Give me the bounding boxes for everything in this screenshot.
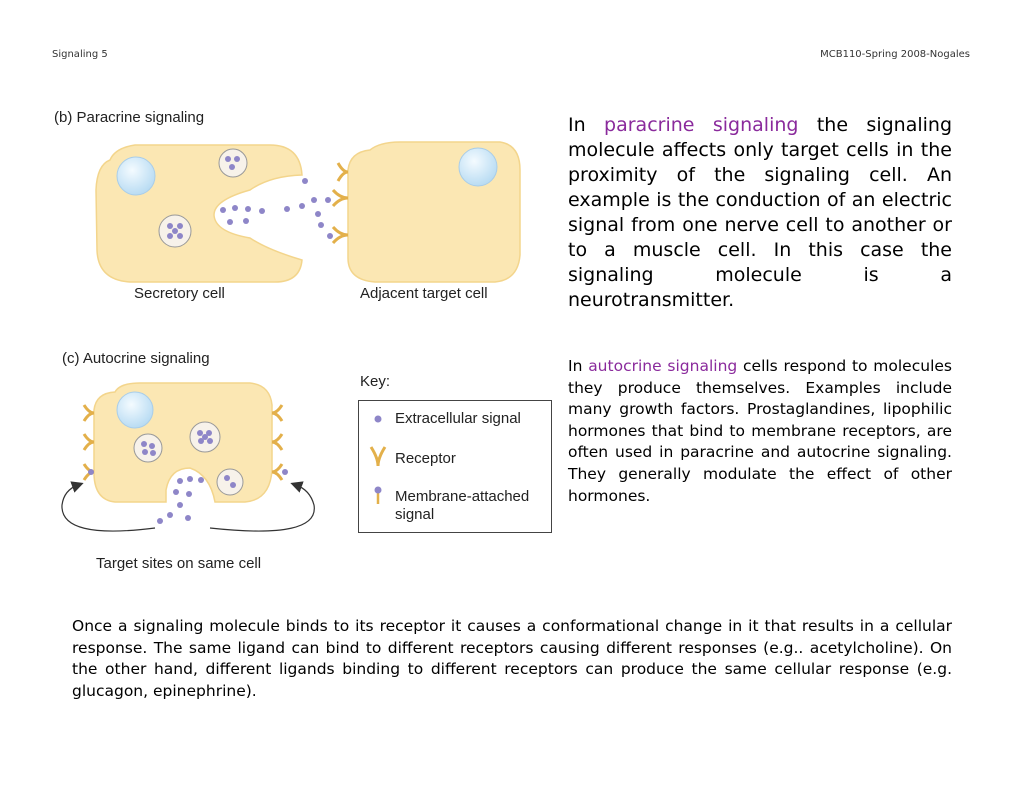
paracrine-paragraph: In paracrine signaling the signaling mol… xyxy=(568,113,952,313)
receptors xyxy=(331,162,349,245)
key-membrane-line1: Membrane-attached xyxy=(395,488,530,505)
membrane-signal-icon xyxy=(374,486,382,494)
header-left: Signaling 5 xyxy=(52,49,108,60)
secretory-cell-label: Secretory cell xyxy=(134,285,225,302)
receptor-paragraph: Once a signaling molecule binds to its r… xyxy=(72,617,952,700)
receptor-icon xyxy=(369,446,387,467)
vesicle xyxy=(216,468,244,496)
vesicle xyxy=(133,433,163,463)
key-title: Key: xyxy=(360,373,391,390)
nucleus xyxy=(458,147,498,187)
extracellular-signals xyxy=(220,178,333,239)
arrow-right xyxy=(209,481,315,532)
arrow-left xyxy=(61,481,156,532)
key-extracellular: Extracellular signal xyxy=(395,410,521,427)
paracrine-text-before: In xyxy=(568,114,605,136)
nucleus xyxy=(116,391,154,429)
extracellular-signals xyxy=(157,476,204,524)
figure-c-label: (c) Autocrine signaling xyxy=(62,350,210,367)
figure-b-label: (b) Paracrine signaling xyxy=(54,109,205,126)
key-box: Extracellular signal Receptor Membrane-a… xyxy=(358,400,552,533)
header-right: MCB110-Spring 2008-Nogales xyxy=(820,49,970,60)
extracellular-signal-icon xyxy=(374,415,382,423)
key-membrane-line2: signal xyxy=(395,506,435,523)
paracrine-highlight: paracrine signaling xyxy=(604,114,799,136)
autocrine-text-before: In xyxy=(568,357,589,375)
target-cell-label: Adjacent target cell xyxy=(360,285,488,302)
target-sites-label: Target sites on same cell xyxy=(96,555,262,572)
vesicle xyxy=(218,148,248,178)
autocrine-paragraph: In autocrine signaling cells respond to … xyxy=(568,356,952,507)
paracrine-text-after: the signaling molecule affects only targ… xyxy=(568,114,952,311)
key-membrane: Membrane-attached signal xyxy=(395,488,529,524)
key-receptor: Receptor xyxy=(395,450,456,467)
receptors xyxy=(82,404,284,481)
autocrine-text-after: cells respond to molecules they produce … xyxy=(568,357,952,505)
nucleus xyxy=(116,156,156,196)
autocrine-highlight: autocrine signaling xyxy=(588,357,738,375)
